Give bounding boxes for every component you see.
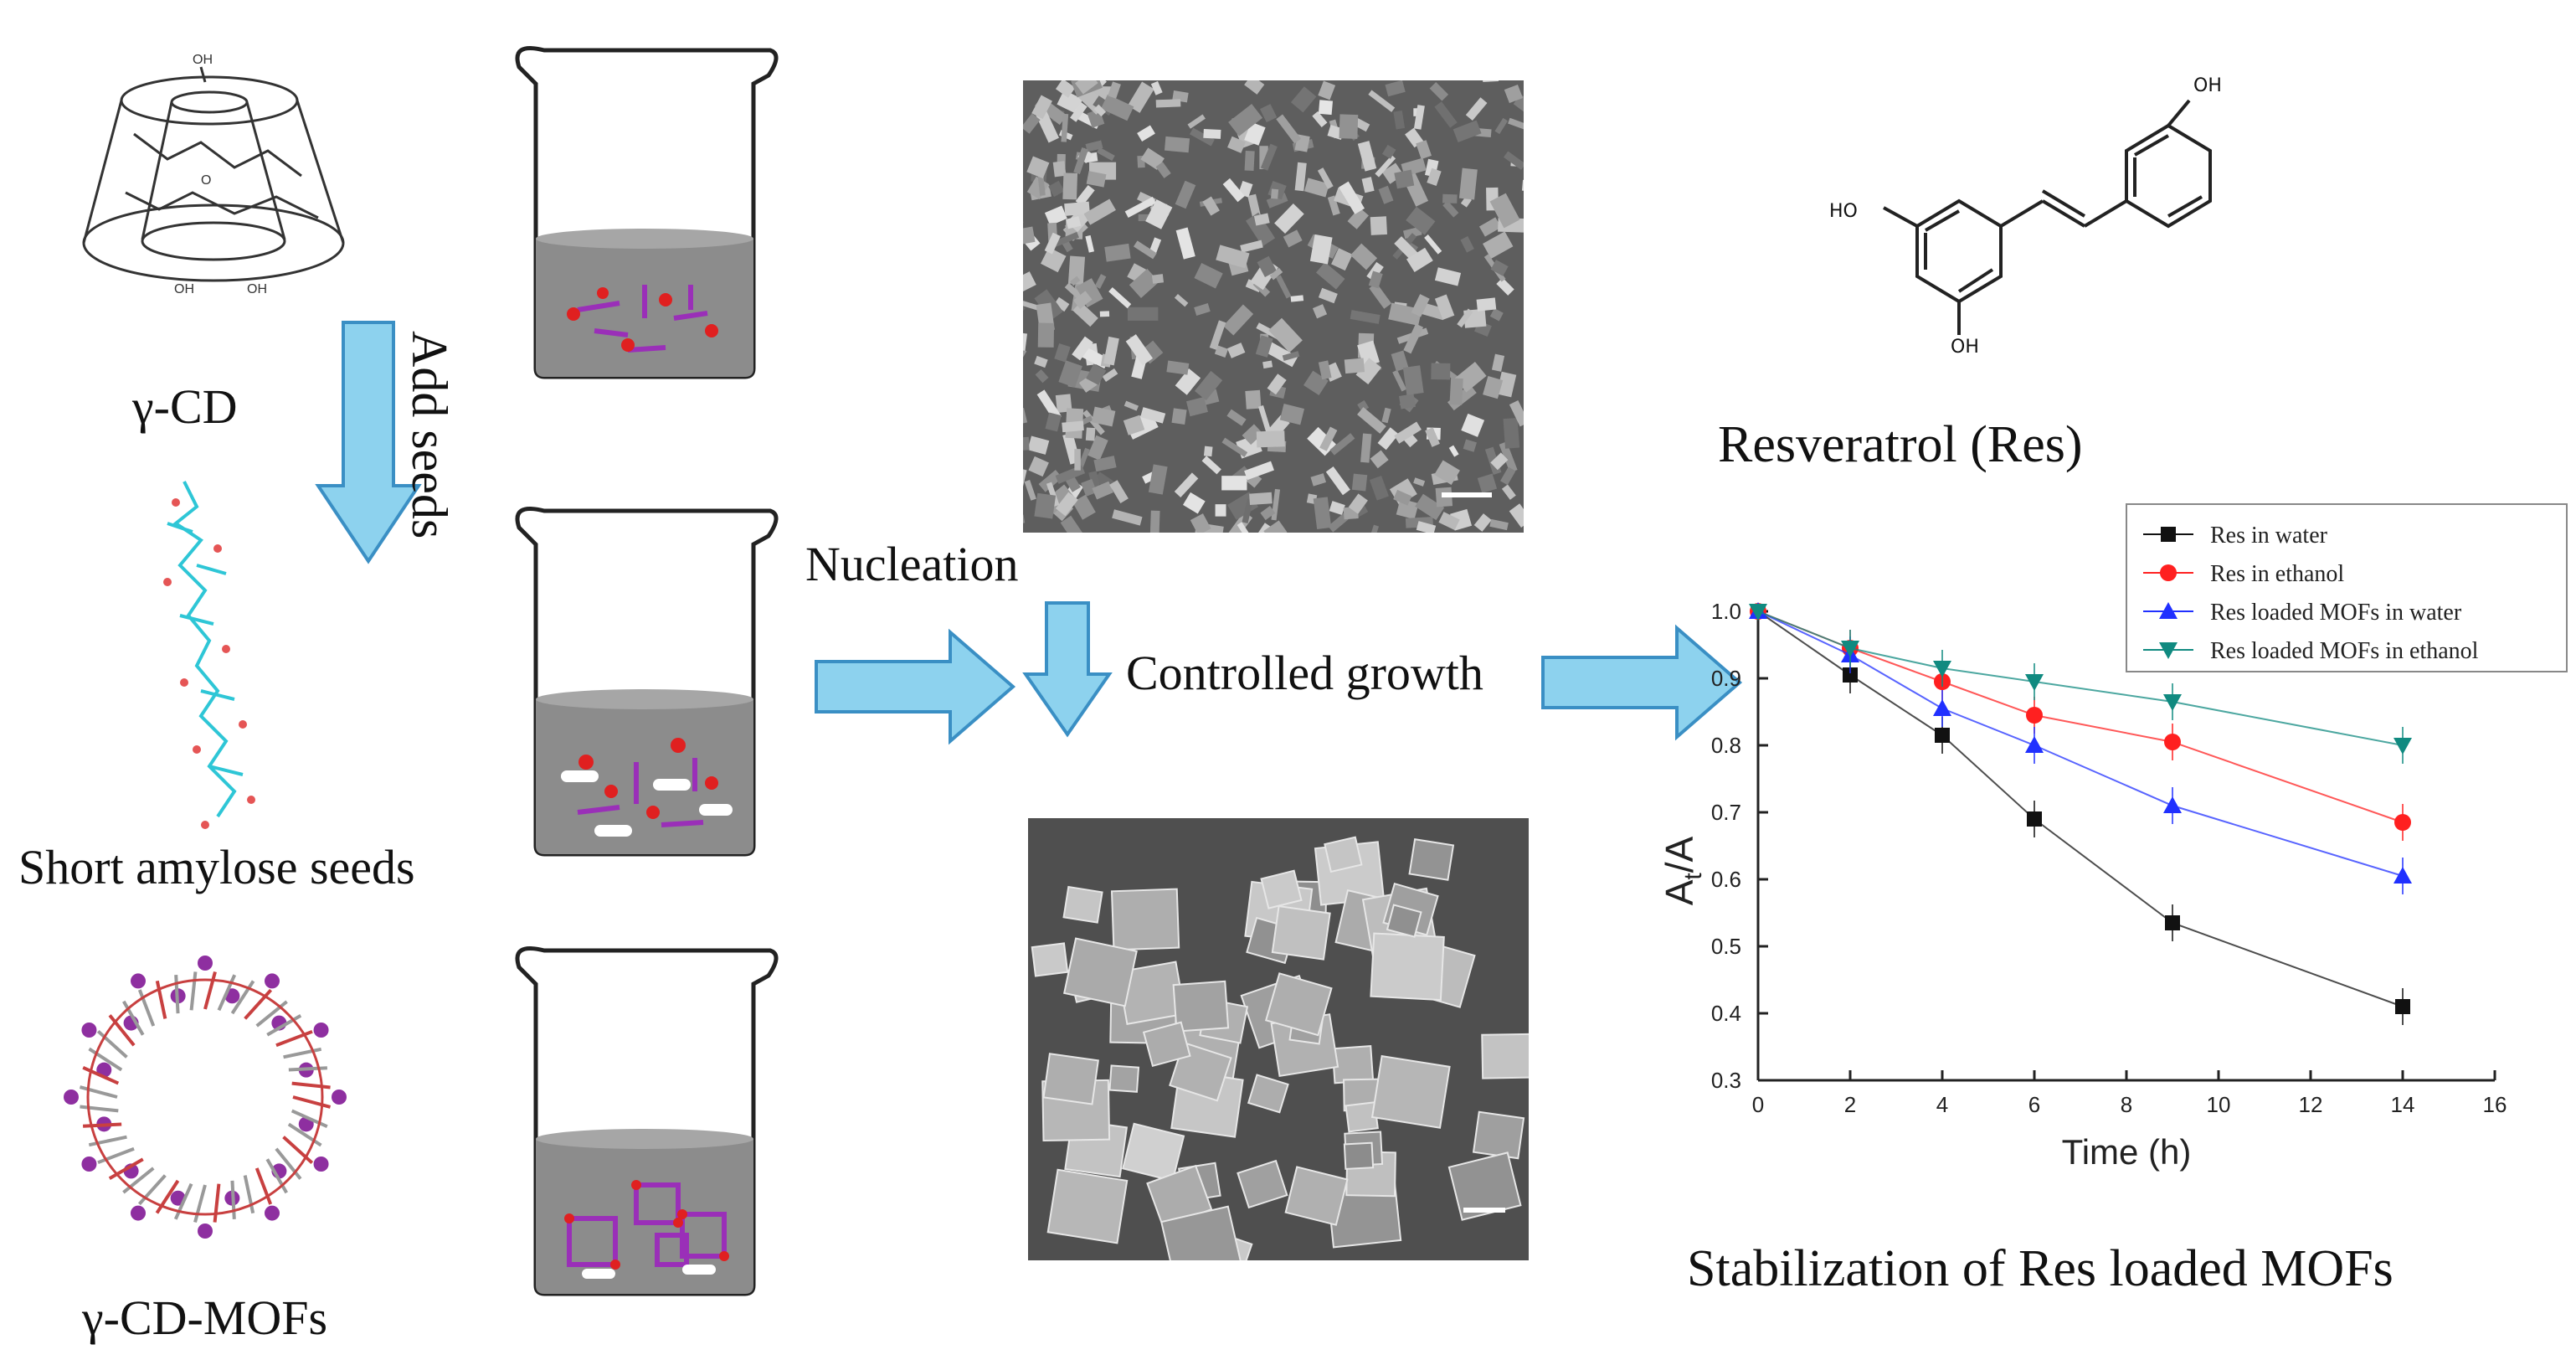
controlled-growth-down-arrow	[1022, 601, 1113, 738]
data-point	[2165, 915, 2180, 930]
data-point	[2026, 707, 2043, 724]
beaker-3	[515, 946, 779, 1296]
y-tick-label: 0.7	[1711, 800, 1741, 825]
x-tick-label: 16	[2483, 1092, 2507, 1117]
series-line	[1757, 610, 2404, 746]
data-point	[2025, 674, 2044, 691]
y-tick-label: 0.3	[1711, 1068, 1741, 1093]
gamma-cd-mofs-ring	[64, 956, 347, 1239]
mof-metal-atom	[131, 973, 146, 989]
add-seeds-down-arrow	[315, 321, 422, 564]
mof-metal-atom	[313, 1157, 329, 1172]
gamma-cd-label: γ-CD	[132, 379, 238, 434]
x-tick-label: 4	[1936, 1092, 1948, 1117]
legend-label: Res in ethanol	[2210, 561, 2344, 587]
y-tick-label: 0.8	[1711, 733, 1741, 758]
y-axis-title: At/A	[1658, 836, 1707, 905]
gamma-cd-mofs-label: γ-CD-MOFs	[82, 1290, 328, 1345]
gamma-cd-structure-drawing: OH OH OH O	[82, 53, 345, 296]
sem-image-nucleation	[1023, 80, 1524, 533]
data-point	[1749, 604, 1767, 621]
stabilization-label: Stabilization of Res loaded MOFs	[1687, 1240, 2393, 1297]
y-tick-label: 1.0	[1711, 599, 1741, 624]
mof-metal-atom	[64, 1090, 79, 1105]
resveratrol-ho-label: HO	[1829, 201, 1858, 222]
legend-marker	[2160, 564, 2177, 581]
data-point	[2163, 694, 2182, 711]
y-tick-label: 0.4	[1711, 1001, 1741, 1026]
mof-metal-atom	[313, 1023, 329, 1038]
data-point	[2394, 814, 2411, 831]
mof-metal-atom	[332, 1090, 347, 1105]
x-tick-label: 6	[2028, 1092, 2040, 1117]
x-tick-label: 12	[2299, 1092, 2323, 1117]
mof-metal-atom	[81, 1157, 97, 1172]
data-point	[2395, 999, 2410, 1014]
series-line	[1757, 610, 2404, 1007]
legend-marker	[2159, 642, 2178, 659]
svg-text:O: O	[201, 173, 211, 188]
data-point	[2163, 796, 2182, 813]
mof-metal-atom	[81, 1023, 97, 1038]
add-seeds-label: Add seeds	[402, 331, 457, 539]
data-point	[1841, 641, 1859, 657]
controlled-growth-label: Controlled growth	[1126, 646, 1483, 700]
beaker-1	[515, 46, 779, 379]
svg-text:OH: OH	[193, 53, 213, 67]
x-tick-label: 10	[2207, 1092, 2231, 1117]
amylose-seeds-molecule	[163, 481, 255, 829]
legend-label: Res loaded MOFs in ethanol	[2210, 638, 2479, 664]
resveratrol-structure	[1883, 99, 2212, 335]
legend-box	[2126, 503, 2568, 672]
legend-label: Res in water	[2210, 523, 2328, 549]
data-point	[2027, 811, 2042, 827]
svg-text:OH: OH	[247, 282, 267, 296]
mof-metal-atom	[265, 1205, 280, 1221]
svg-text:OH: OH	[174, 282, 194, 296]
series-3	[1749, 604, 2412, 764]
data-point	[1843, 667, 1858, 683]
series-0	[1751, 604, 2410, 1025]
stability-line-chart: 0.3 0.4 0.5 0.6 0.7 0.8 0.9 1.0 0 2 4 6 8 10 12 14 16Tim…	[1658, 503, 2568, 1172]
series-line	[1757, 610, 2404, 877]
resveratrol-label: Resveratrol (Res)	[1718, 416, 2083, 473]
legend-marker	[2161, 527, 2176, 542]
data-point	[1933, 661, 1951, 677]
data-point	[2164, 734, 2181, 750]
growth-to-chart-right-arrow	[1541, 624, 1743, 741]
short-amylose-seeds-label: Short amylose seeds	[18, 840, 415, 894]
mof-metal-atom	[198, 956, 213, 971]
nucleation-label: Nucleation	[805, 537, 1019, 591]
mof-metal-atom	[198, 1223, 213, 1239]
data-point	[2393, 867, 2412, 883]
y-tick-label: 0.6	[1711, 867, 1741, 892]
resveratrol-oh-bottom-label: OH	[1951, 337, 1979, 358]
sem-image-controlled-growth	[1028, 818, 1529, 1260]
y-tick-label: 0.5	[1711, 934, 1741, 959]
mof-metal-atom	[265, 973, 280, 989]
beaker-2	[515, 507, 779, 857]
x-tick-label: 14	[2391, 1092, 2415, 1117]
legend-label: Res loaded MOFs in water	[2210, 600, 2462, 626]
x-tick-label: 8	[2121, 1092, 2132, 1117]
data-point	[1935, 728, 1950, 743]
data-point	[2393, 738, 2412, 755]
x-tick-label: 2	[1844, 1092, 1856, 1117]
mof-metal-atom	[131, 1205, 146, 1221]
x-tick-label: 0	[1752, 1092, 1764, 1117]
y-tick-label: 0.9	[1711, 666, 1741, 691]
resveratrol-oh-top-label: OH	[2193, 75, 2222, 96]
legend-marker	[2159, 602, 2178, 619]
data-point	[1933, 699, 1951, 716]
data-point	[2025, 736, 2044, 753]
x-axis-title: Time (h)	[2062, 1132, 2192, 1172]
nucleation-right-arrow	[815, 628, 1016, 745]
series-2	[1749, 602, 2412, 894]
